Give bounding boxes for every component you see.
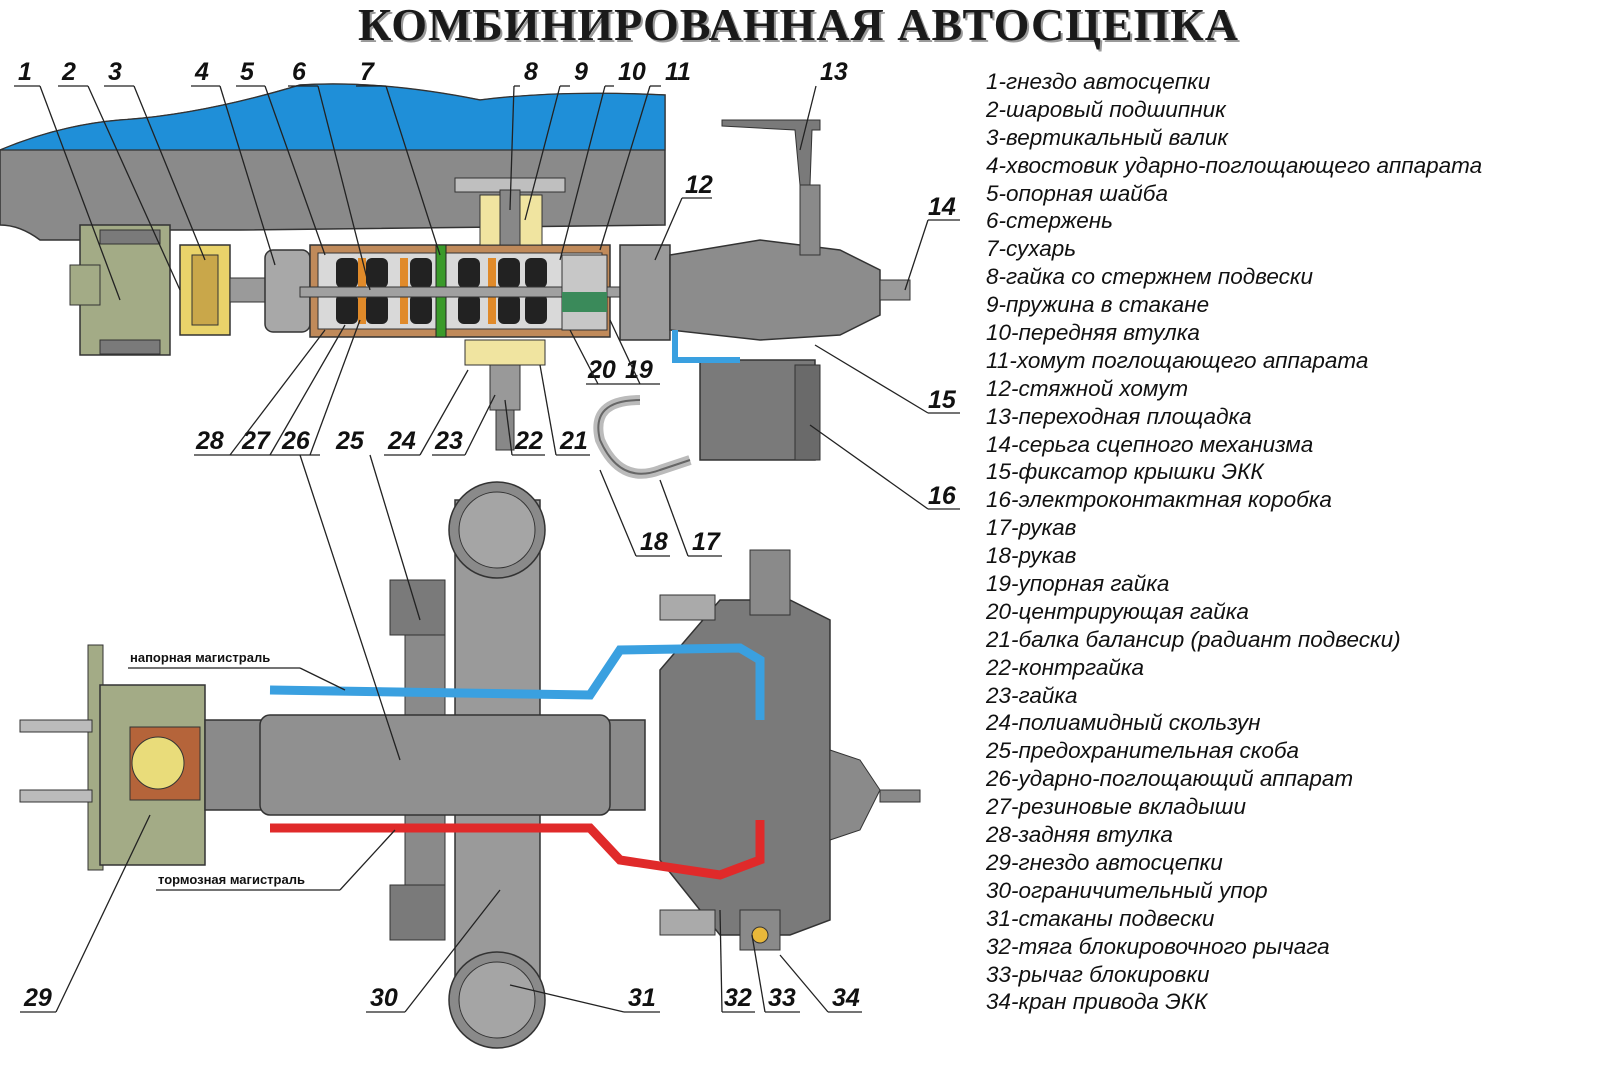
callout-5: 5	[240, 58, 255, 86]
callout-34: 34	[832, 984, 860, 1012]
legend-item: 10-передняя втулка	[986, 320, 1200, 346]
callout-22: 22	[514, 427, 543, 455]
callout-1: 1	[18, 58, 32, 86]
pressure-line-pipe	[269, 643, 765, 720]
callout-15: 15	[928, 386, 957, 414]
callout-18: 18	[640, 528, 668, 556]
top-assembly	[0, 83, 911, 479]
callout-28: 28	[195, 427, 224, 455]
callout-30: 30	[370, 984, 398, 1012]
callout-33: 33	[768, 984, 796, 1012]
legend-item: 1-гнездо автосцепки	[986, 69, 1211, 94]
legend-item: 30-ограничительный упор	[986, 877, 1268, 903]
callout-2: 2	[61, 58, 76, 86]
legend-item: 8-гайка со стержнем подвески	[986, 264, 1314, 290]
callout-25: 25	[335, 427, 365, 455]
callout-6: 6	[292, 58, 307, 86]
legend-item: 22-контргайка	[986, 654, 1145, 680]
callout-23: 23	[434, 427, 463, 455]
callout-13: 13	[820, 58, 848, 86]
legend-item: 29-гнездо автосцепки	[986, 849, 1223, 875]
legend-item: 32-тяга блокировочного рычага	[986, 933, 1330, 959]
legend-item: 31-стаканы подвески	[986, 905, 1215, 931]
legend-item: 18-рукав	[986, 543, 1077, 569]
legend-item: 11-хомут поглощающего аппарата	[986, 347, 1369, 373]
callout-27: 27	[241, 427, 271, 455]
callout-4: 4	[194, 58, 209, 86]
callout-12: 12	[685, 171, 713, 199]
legend-list: 1-гнездо автосцепки 2-шаровый подшипник …	[986, 68, 1482, 1016]
legend-item: 21-балка балансир (радиант подвески)	[986, 626, 1401, 652]
legend-item: 2-шаровый подшипник	[986, 96, 1226, 122]
legend-item: 17-рукав	[986, 515, 1077, 541]
legend-item: 14-серьга сцепного механизма	[986, 431, 1314, 457]
callout-29: 29	[23, 984, 52, 1012]
legend-item: 5-опорная шайба	[986, 180, 1168, 206]
pressure-line-caption: напорная магистраль	[130, 650, 270, 665]
callout-21: 21	[559, 427, 588, 455]
callout-11: 11	[665, 58, 691, 86]
callout-3: 3	[108, 58, 122, 86]
legend-item: 6-стержень	[986, 208, 1113, 234]
legend-item: 27-резиновые вкладыши	[986, 794, 1246, 820]
legend-item: 19-упорная гайка	[986, 571, 1170, 597]
callout-17: 17	[692, 528, 721, 556]
callout-16: 16	[928, 482, 957, 510]
legend-item: 23-гайка	[986, 682, 1078, 708]
brake-line-caption: тормозная магистраль	[158, 872, 305, 887]
bottom-assembly	[19, 481, 921, 1049]
car-body-top	[0, 83, 666, 151]
callout-32: 32	[724, 984, 752, 1012]
callout-31: 31	[628, 984, 656, 1012]
callout-7: 7	[360, 58, 375, 86]
legend-item: 34-кран привода ЭКК	[986, 989, 1208, 1015]
legend-item: 24-полиамидный скользун	[986, 710, 1261, 736]
legend-item: 9-пружина в стакане	[986, 292, 1210, 318]
callout-14: 14	[928, 193, 956, 221]
legend-item: 15-фиксатор крышки ЭКК	[986, 459, 1264, 485]
legend-item: 20-центрирующая гайка	[986, 598, 1249, 624]
legend-item: 3-вертикальный валик	[986, 124, 1228, 150]
callout-9: 9	[574, 58, 588, 86]
callout-24: 24	[387, 427, 416, 455]
legend-item: 12-стяжной хомут	[986, 375, 1189, 401]
brake-line-pipe	[270, 820, 765, 880]
legend-item: 28-задняя втулка	[986, 822, 1173, 848]
legend-item: 4-хвостовик ударно-поглощающего аппарата	[986, 152, 1483, 178]
callout-26: 26	[281, 427, 311, 455]
callouts: 1 2 3 4 5 6 7 8 9 10 11 13 12 14 15 16 2…	[14, 58, 960, 1013]
page-title: КОМБИНИРОВАННАЯ АВТОСЦЕПКА	[357, 0, 1240, 50]
legend-item: 25-предохранительная скоба	[986, 738, 1300, 764]
callout-20: 20	[587, 356, 616, 384]
legend-item: 7-сухарь	[986, 236, 1077, 262]
legend-item: 33-рычаг блокировки	[986, 961, 1210, 987]
legend-item: 26-ударно-поглощающий аппарат	[986, 766, 1354, 792]
callout-10: 10	[618, 58, 646, 86]
legend-item: 13-переходная площадка	[986, 403, 1252, 429]
legend-item: 16-электроконтактная коробка	[986, 487, 1332, 513]
callout-8: 8	[524, 58, 538, 86]
